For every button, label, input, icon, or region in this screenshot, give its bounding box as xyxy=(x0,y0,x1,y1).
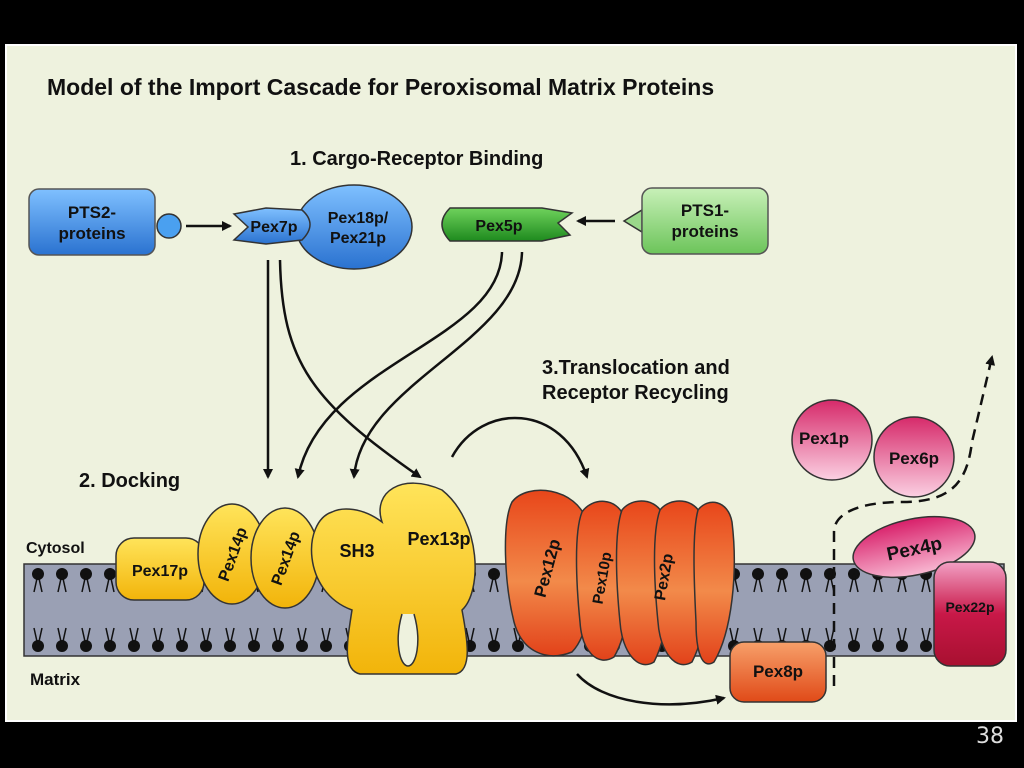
pex12p-shape xyxy=(504,489,593,657)
lipid-tail xyxy=(849,627,859,647)
step-3-label-1: 3.Translocation and xyxy=(542,357,730,379)
pex7p-shape xyxy=(232,207,311,245)
recycling-dashed-arrow xyxy=(832,355,996,686)
arrow-to-pex8p xyxy=(576,673,726,706)
lipid-tail xyxy=(753,573,763,593)
arrow-pex5-to-pex14b xyxy=(294,251,504,479)
lipid-tail xyxy=(81,573,91,593)
pex17p-label: Pex17p xyxy=(132,563,188,580)
pex18-label-2: Pex21p xyxy=(330,230,386,247)
matrix-label: Matrix xyxy=(30,670,81,689)
pts1-signal xyxy=(622,208,643,234)
pts2-label-1: PTS2- xyxy=(68,203,116,222)
lipid-tail xyxy=(81,627,91,647)
lipid-tail xyxy=(801,573,811,593)
pex13p-label: Pex13p xyxy=(407,529,470,549)
pex18-pex21-shape xyxy=(295,184,413,270)
lipid-tail xyxy=(33,627,43,647)
pex18-label-1: Pex18p/ xyxy=(328,210,389,227)
pex8p-label: Pex8p xyxy=(753,662,803,681)
lipid-tail xyxy=(201,627,211,647)
arrow-pex5-to-sh3 xyxy=(349,251,524,479)
pex7p-label: Pex7p xyxy=(250,219,297,236)
cytosol-label: Cytosol xyxy=(26,540,85,557)
lipid-tail xyxy=(321,627,331,647)
lipid-tail xyxy=(489,627,499,647)
lipid-tail xyxy=(105,573,115,593)
lipid-tail xyxy=(249,627,259,647)
lipid-tail xyxy=(57,627,67,647)
pex5p-label: Pex5p xyxy=(475,218,522,235)
arrow-docking-to-translocation xyxy=(450,416,590,479)
lipid-tail xyxy=(777,573,787,593)
pex13p-shape xyxy=(310,482,476,675)
pex2p-coil-c xyxy=(693,501,735,665)
diagram-title: Model of the Import Cascade for Peroxiso… xyxy=(47,74,714,100)
pts2-signal xyxy=(156,213,182,239)
lipid-tail xyxy=(465,627,475,647)
lipid-tail xyxy=(897,627,907,647)
pex6p-label: Pex6p xyxy=(889,449,939,468)
arrow-pex7-to-pex13 xyxy=(278,259,422,479)
docking-arrows xyxy=(263,251,590,479)
lipid-tail xyxy=(921,627,931,647)
pex1p-label: Pex1p xyxy=(799,429,849,448)
pts1-label-2: proteins xyxy=(671,222,738,241)
pts1-label-1: PTS1- xyxy=(681,201,729,220)
pts2-label-2: proteins xyxy=(58,224,125,243)
pex22p-shape xyxy=(933,561,1007,667)
pex1p-shape xyxy=(791,399,873,481)
lipid-tail xyxy=(849,573,859,593)
lipid-tail xyxy=(57,573,67,593)
pex8p-shape xyxy=(729,641,827,703)
lipid-tail xyxy=(273,627,283,647)
import-cascade-diagram: Model of the Import Cascade for Peroxiso… xyxy=(23,74,1007,706)
step-1-label: 1. Cargo-Receptor Binding xyxy=(290,148,543,170)
pex13p-loop xyxy=(397,613,419,667)
lipid-tail xyxy=(297,627,307,647)
lipid-tail xyxy=(177,627,187,647)
pex22p-label: Pex22p xyxy=(945,599,994,615)
pex4p-shape xyxy=(852,515,976,579)
lipid-tail xyxy=(873,573,883,593)
lipid-tail xyxy=(729,627,739,647)
lipid-tail xyxy=(33,573,43,593)
lipid-tail xyxy=(153,627,163,647)
lipid-tail xyxy=(129,627,139,647)
lipid-tail xyxy=(873,627,883,647)
pts1-proteins-box xyxy=(641,187,769,255)
diagram-canvas: Model of the Import Cascade for Peroxiso… xyxy=(5,44,1017,722)
lipid-tail xyxy=(489,573,499,593)
pex6p-shape xyxy=(873,416,955,498)
step-2-label: 2. Docking xyxy=(79,470,180,492)
lipid-tail xyxy=(105,627,115,647)
step-3-label-2: Receptor Recycling xyxy=(542,382,729,404)
pts2-proteins-box xyxy=(28,188,156,256)
page-number: 38 xyxy=(976,724,1004,749)
lipid-tail xyxy=(225,627,235,647)
pex5p-shape xyxy=(441,207,574,242)
sh3-label: SH3 xyxy=(339,541,374,561)
lipid-tail xyxy=(921,573,931,593)
